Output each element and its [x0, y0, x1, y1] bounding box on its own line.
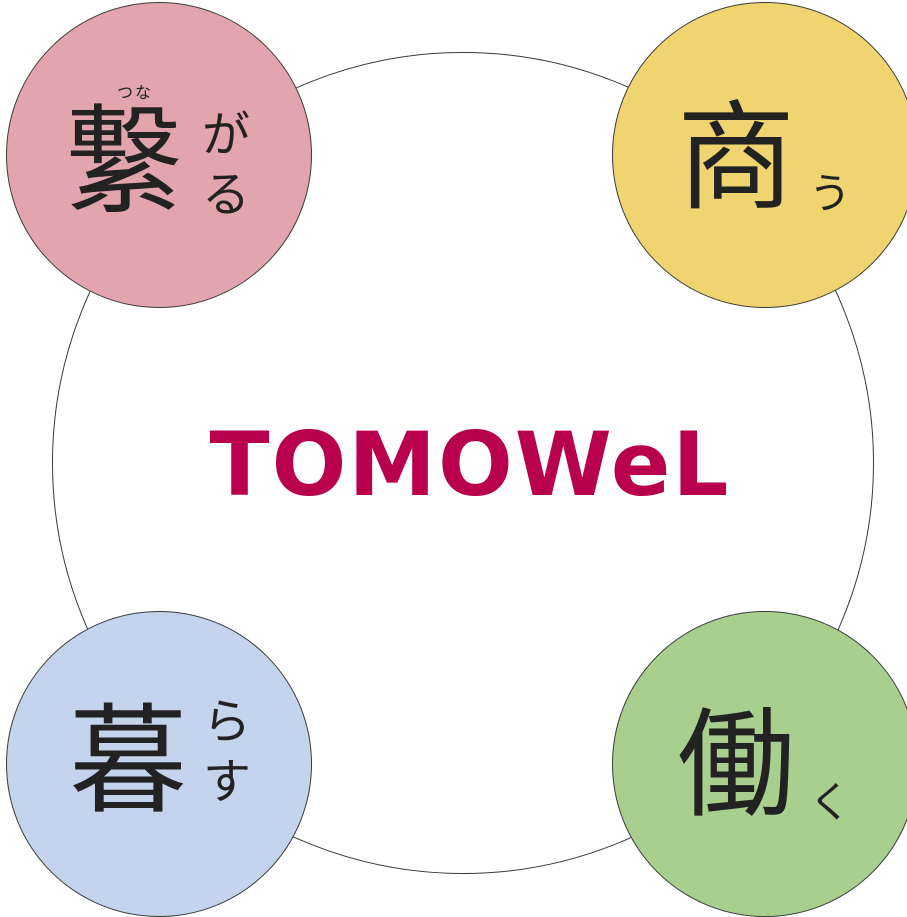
- ruby-tsuna: つな: [117, 83, 154, 102]
- circle-tsunagaru: つな 繋 が る: [6, 2, 312, 308]
- kana-su: す: [203, 754, 252, 810]
- kana-ku: く: [809, 778, 852, 827]
- kanji-kurasu: 暮: [69, 692, 188, 830]
- circle-akinau: 商 う: [612, 2, 907, 308]
- kana-ra: ら: [203, 694, 252, 750]
- kana-ga: が: [202, 107, 251, 163]
- kana-ru: る: [202, 167, 251, 223]
- circle-hataraku: 働 く: [612, 611, 907, 917]
- tomowel-logo: TOMOWeL: [209, 413, 731, 516]
- outer-ring: [52, 52, 874, 874]
- circle-kurasu: 暮 ら す: [6, 611, 312, 917]
- kanji-hataraku: 働: [677, 696, 796, 834]
- kana-u: う: [809, 169, 852, 218]
- kanji-tsunagu: 繋: [65, 93, 184, 231]
- kanji-akinau: 商: [677, 89, 796, 227]
